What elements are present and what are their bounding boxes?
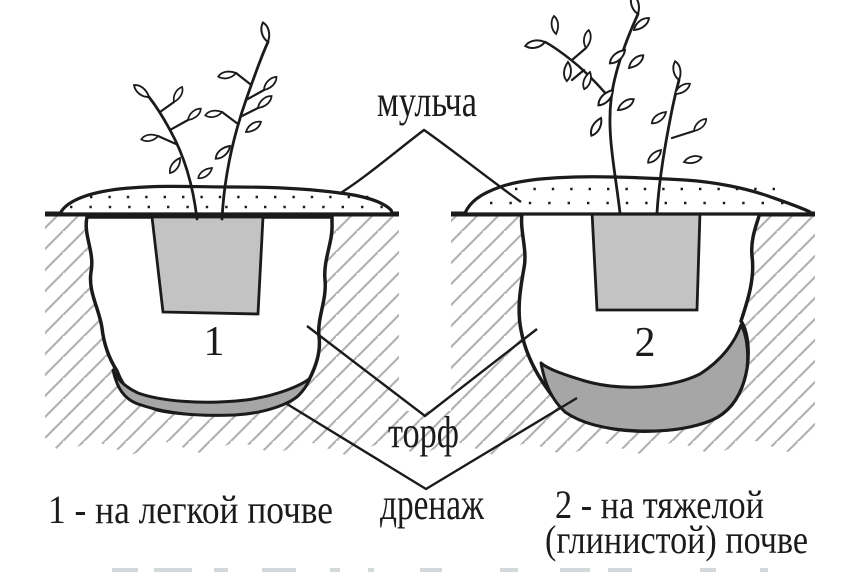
- leaf-icon: [649, 110, 669, 125]
- callout-mulch-lines: [338, 128, 522, 203]
- pit-2-drainage-layer: [539, 323, 750, 433]
- pit-1-number: 1: [204, 319, 225, 365]
- callout-peat-lines: [306, 325, 538, 418]
- leaf-icon: [243, 120, 263, 134]
- leaf-icon: [625, 53, 647, 70]
- pit-1-root-ball: [150, 215, 265, 316]
- callout-drainage-lines: [286, 396, 578, 491]
- caption-pit-1: 1 - на легкой почве: [48, 487, 333, 532]
- leaf-icon: [594, 88, 618, 107]
- leaf-icon: [140, 131, 159, 145]
- label-drainage: дренаж: [380, 480, 484, 529]
- leaf-icon: [132, 80, 151, 102]
- leaf-icon: [578, 28, 597, 49]
- mulch-layer-left: [58, 184, 394, 216]
- leaf-icon: [683, 152, 703, 167]
- label-mulch: мульча: [377, 77, 477, 126]
- leaf-icon: [585, 116, 608, 138]
- leaf-icon: [165, 156, 186, 175]
- caption-pit-2-line1: 2 - на тяжелой: [555, 482, 764, 527]
- plant-right: [524, 0, 710, 215]
- pit-1-drainage-layer: [111, 368, 311, 417]
- leaf-icon: [257, 21, 273, 44]
- caption-pit-2-line2: (глинистой) почве: [545, 517, 808, 562]
- leaf-icon: [185, 107, 204, 121]
- mulch-layer-right: [463, 175, 812, 216]
- leaf-icon: [606, 48, 629, 65]
- leaf-icon: [669, 60, 685, 81]
- label-peat: торф: [388, 408, 459, 457]
- leaf-icon: [547, 14, 563, 35]
- stem-line: [220, 40, 270, 221]
- leaf-icon: [196, 167, 215, 180]
- pit-2-root-ball: [590, 210, 702, 312]
- branch-line: [543, 40, 613, 102]
- leaf-icon: [627, 0, 643, 16]
- leaf-icon: [644, 148, 665, 165]
- leaf-icon: [217, 67, 237, 83]
- branch-line: [570, 46, 696, 140]
- leaf-icon: [690, 117, 710, 132]
- center-white-channel: [399, 215, 451, 411]
- leaf-icon: [615, 97, 636, 112]
- leaf-icon: [168, 85, 188, 103]
- leaf-icon: [204, 107, 223, 121]
- leaf-icon: [260, 75, 281, 92]
- pit-2-number: 2: [635, 320, 656, 366]
- leaf-icon: [524, 36, 547, 53]
- plant-left: [132, 21, 281, 221]
- branch-line: [156, 71, 266, 146]
- leaf-icon: [254, 94, 275, 110]
